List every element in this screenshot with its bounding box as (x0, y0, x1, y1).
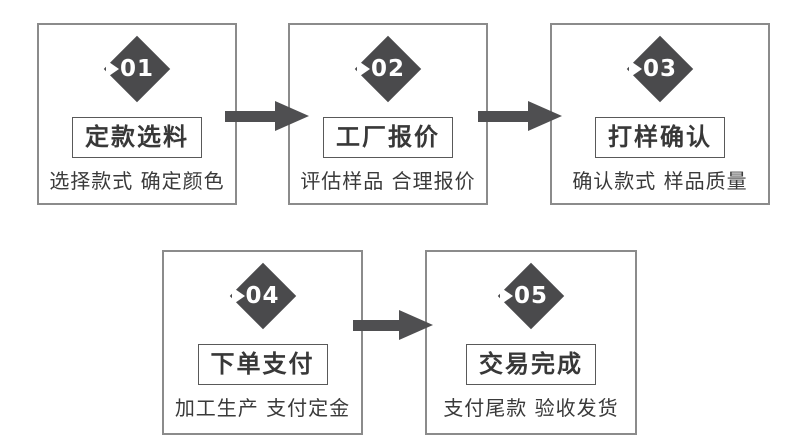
diamond-notch (629, 60, 642, 78)
step-title: 交易完成 (466, 344, 596, 386)
step-card-5: 05 交易完成 支付尾款 验收发货 (425, 250, 637, 435)
step-description: 评估样品 合理报价 (300, 169, 476, 194)
step-number: 02 (370, 56, 405, 82)
step-card-2: 02 工厂报价 评估样品 合理报价 (288, 23, 488, 205)
diamond-notch (500, 287, 513, 305)
arrow-shaft (225, 111, 278, 122)
arrow-step1-to-step2-icon (225, 101, 309, 131)
step-title: 定款选料 (72, 117, 202, 159)
step-number-badge: 05 (497, 262, 565, 330)
step-title: 工厂报价 (323, 117, 453, 159)
step-number: 05 (513, 283, 548, 309)
step-card-3: 03 打样确认 确认款式 样品质量 (550, 23, 770, 205)
arrow-step4-to-step5-icon (353, 310, 433, 340)
arrow-shaft (353, 320, 402, 331)
step-description: 确认款式 样品质量 (572, 169, 748, 194)
diamond-notch (106, 60, 119, 78)
step-title: 打样确认 (595, 117, 725, 159)
step-number: 04 (245, 283, 280, 309)
step-number: 01 (119, 56, 154, 82)
step-card-4: 04 下单支付 加工生产 支付定金 (162, 250, 363, 435)
arrow-head (399, 310, 433, 340)
arrow-head (528, 101, 562, 131)
step-number-badge: 02 (354, 35, 422, 103)
step-card-1: 01 定款选料 选择款式 确定颜色 (37, 23, 237, 205)
step-description: 支付尾款 验收发货 (443, 396, 619, 421)
arrow-step2-to-step3-icon (478, 101, 562, 131)
step-number-badge: 01 (103, 35, 171, 103)
step-description: 选择款式 确定颜色 (49, 169, 225, 194)
step-number-badge: 04 (229, 262, 296, 330)
diamond-notch (231, 287, 245, 305)
arrow-shaft (478, 111, 531, 122)
step-title: 下单支付 (197, 344, 328, 386)
step-description: 加工生产 支付定金 (174, 396, 351, 421)
diamond-notch (357, 60, 370, 78)
step-number-badge: 03 (626, 35, 694, 103)
arrow-head (275, 101, 309, 131)
step-number: 03 (642, 56, 677, 82)
